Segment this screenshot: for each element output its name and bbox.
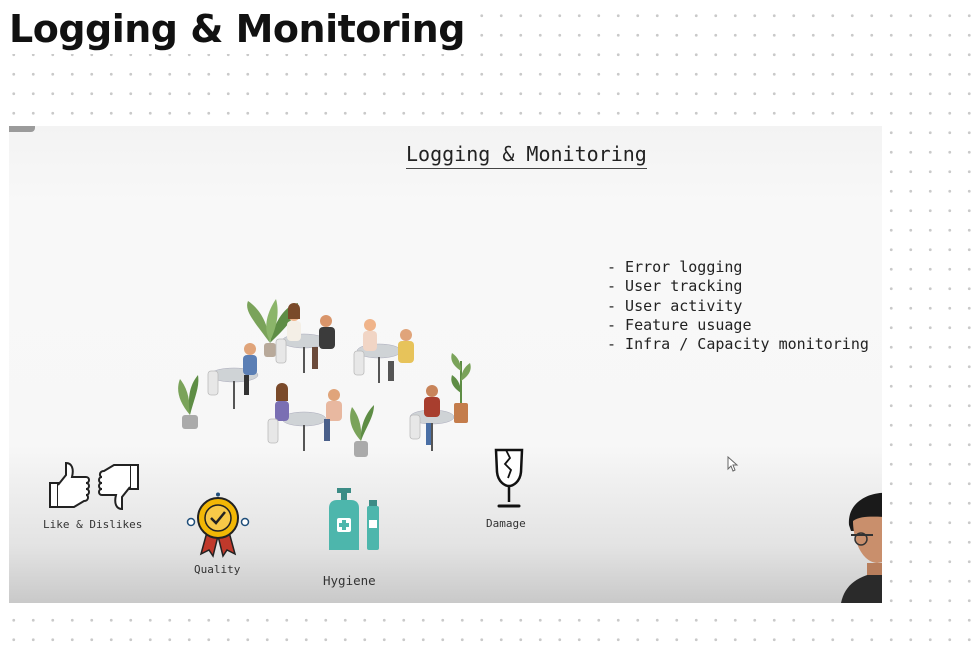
- broken-glass-icon: [494, 448, 524, 508]
- bullet-list: - Error logging - User tracking - User a…: [607, 258, 869, 354]
- presenter-avatar: [841, 492, 882, 603]
- quality-badge-icon: [186, 492, 250, 558]
- bullet-item: - User tracking: [607, 277, 743, 296]
- person-icon: [388, 329, 414, 381]
- bullet-item: - Feature usuage: [607, 315, 752, 334]
- bullet-item: - User activity: [607, 296, 743, 315]
- plant-icon: [350, 405, 374, 457]
- slide-title: Logging & Monitoring: [406, 142, 647, 169]
- person-icon: [243, 343, 257, 395]
- damage-label: Damage: [486, 517, 526, 530]
- hygiene-label: Hygiene: [323, 573, 376, 588]
- bullet-item: - Error logging: [607, 258, 743, 276]
- like-dislike-label: Like & Dislikes: [43, 518, 143, 531]
- quality-label: Quality: [194, 563, 241, 576]
- bullet-item: - Infra / Capacity monitoring: [607, 335, 869, 354]
- presenter-video: [841, 491, 882, 603]
- plant-icon: [178, 375, 199, 429]
- sanitizer-bottles-icon: [329, 488, 379, 550]
- page-title: Logging & Monitoring: [9, 4, 471, 54]
- slide-tab-handle[interactable]: [9, 126, 35, 132]
- person-icon: [275, 383, 289, 421]
- person-icon: [363, 319, 377, 351]
- thumbs-up-down-icon: [49, 461, 139, 511]
- mouse-cursor-icon: [727, 456, 739, 472]
- person-icon: [312, 315, 335, 369]
- slide-panel: Logging & Monitoring - Error logging - U…: [9, 126, 882, 603]
- plant-icon: [451, 353, 471, 423]
- cafe-people-icon: [178, 299, 471, 457]
- person-icon: [424, 385, 440, 445]
- person-icon: [287, 303, 301, 341]
- person-icon: [324, 389, 342, 441]
